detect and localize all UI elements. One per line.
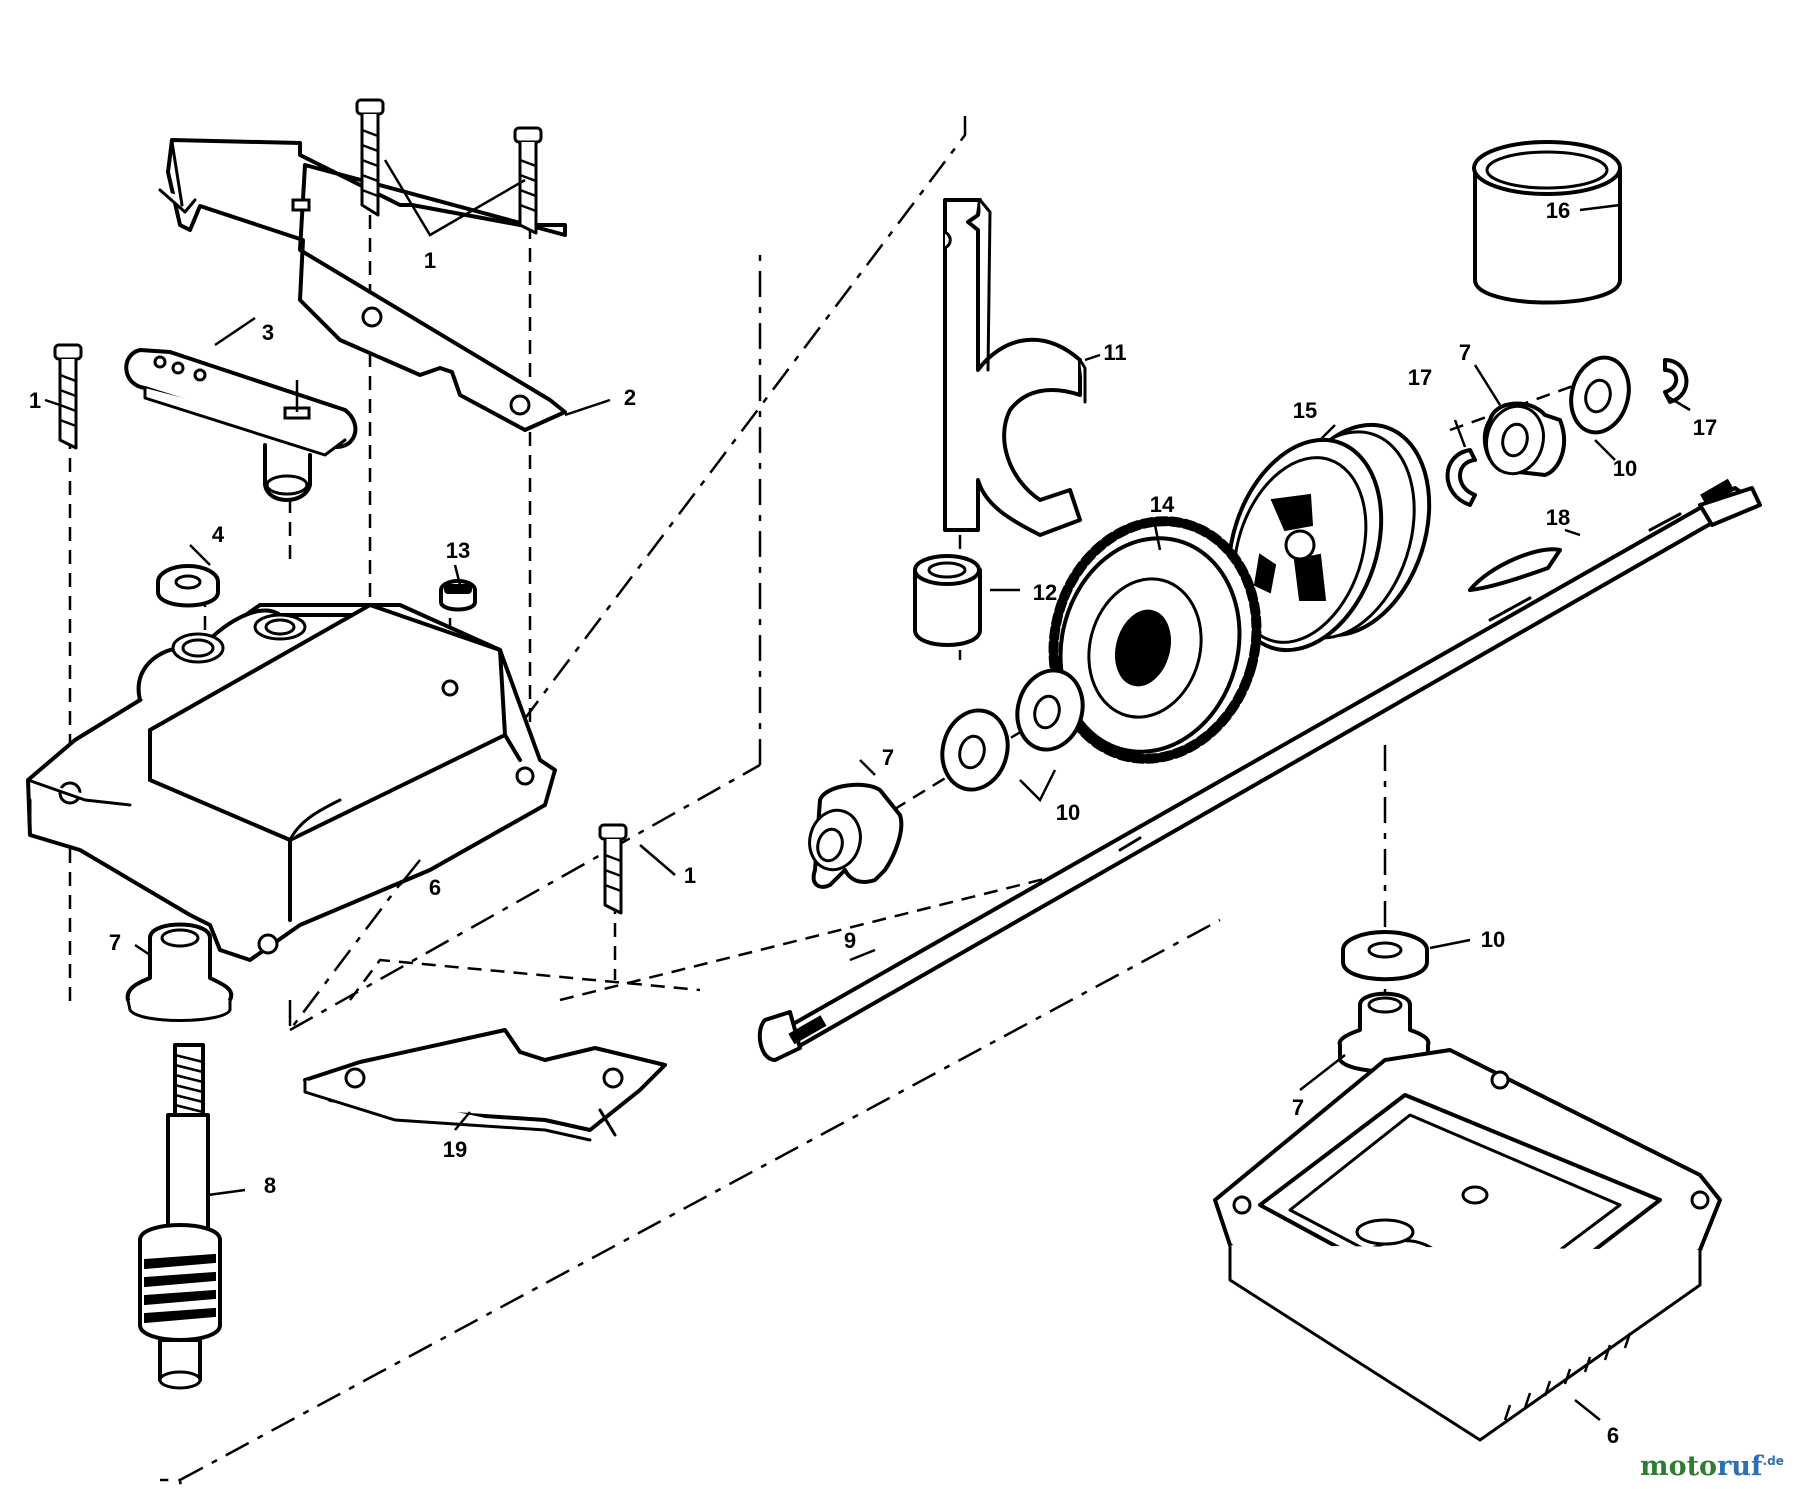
callout-17-left: 17	[1408, 365, 1432, 390]
callout-10-right-bottom: 10	[1481, 927, 1505, 952]
part-1-bolt-top-right	[513, 126, 543, 235]
part-6-base-housing	[1213, 1048, 1722, 1442]
part-3-shift-lever	[124, 348, 358, 502]
part-14-gear	[1048, 516, 1262, 764]
callout-3: 3	[262, 320, 274, 345]
part-18-key	[1468, 547, 1562, 592]
callout-6-housing: 6	[429, 875, 441, 900]
part-13-plug	[439, 579, 477, 612]
callout-18: 18	[1546, 505, 1570, 530]
callout-7-right-bottom: 7	[1292, 1095, 1304, 1120]
part-10-washer-mid-a	[1015, 668, 1085, 752]
callout-9: 9	[844, 928, 856, 953]
callout-4: 4	[212, 522, 225, 547]
callout-2: 2	[624, 385, 636, 410]
callout-14: 14	[1150, 492, 1175, 517]
part-15-clutch-cup	[1226, 422, 1432, 653]
callout-7-right-top: 7	[1459, 340, 1471, 365]
svg-text:motoruf.de: motoruf.de	[1640, 1451, 1784, 1482]
part-12-spacer	[913, 554, 982, 647]
part-2-bracket	[158, 138, 567, 432]
callout-1-top: 1	[424, 248, 436, 273]
logo-suffix: .de	[1763, 1454, 1784, 1468]
callout-6-base: 6	[1607, 1423, 1619, 1448]
part-19-plate	[303, 1028, 667, 1142]
part-7-bushing-right-top	[1482, 401, 1566, 477]
part-1-bolt-left	[53, 343, 83, 450]
motoruf-logo: motoruf.de	[1640, 1451, 1784, 1482]
part-10-washer-right-lower	[1341, 930, 1429, 982]
part-7-bushing-left	[125, 922, 234, 1022]
part-8-worm-shaft	[138, 1043, 222, 1390]
part-7-bushing-mid	[808, 782, 904, 889]
part-10-washer-mid-b	[940, 708, 1010, 792]
callout-13: 13	[446, 538, 470, 563]
part-7-bushing-right-lower	[1337, 991, 1431, 1074]
part-16-sleeve	[1472, 140, 1622, 305]
callout-labels: 1 1 1 2 3 4 13 6 7 8 19 9 7 10 11 12 14 …	[29, 198, 1717, 1448]
part-17-clip-right	[1663, 358, 1689, 404]
leader-lines	[44, 159, 1691, 1421]
callout-11: 11	[1103, 340, 1126, 365]
logo-part-b: ruf	[1717, 1451, 1765, 1482]
callout-7-left: 7	[109, 930, 121, 955]
callout-1-bottom: 1	[684, 863, 696, 888]
part-9-main-shaft	[757, 478, 1762, 1062]
callout-16: 16	[1546, 198, 1570, 223]
part-17-clip-left	[1445, 448, 1477, 507]
part-6-upper-housing	[26, 603, 557, 962]
callout-15: 15	[1293, 398, 1317, 423]
part-1-bolt-top-left	[355, 98, 385, 217]
callout-10-right-top: 10	[1613, 456, 1637, 481]
logo-part-a: moto	[1640, 1451, 1717, 1482]
callout-12: 12	[1033, 580, 1057, 605]
part-10-washer-right-top	[1569, 355, 1631, 435]
callout-8: 8	[264, 1173, 276, 1198]
callout-1-left: 1	[29, 388, 41, 413]
callout-10-mid: 10	[1056, 800, 1080, 825]
part-1-bolt-bottom	[598, 823, 628, 915]
part-11-shift-fork	[943, 198, 1087, 537]
callout-19: 19	[443, 1137, 467, 1162]
part-4-washer	[156, 564, 220, 608]
callout-17-right: 17	[1693, 415, 1717, 440]
callout-7-mid: 7	[882, 745, 894, 770]
